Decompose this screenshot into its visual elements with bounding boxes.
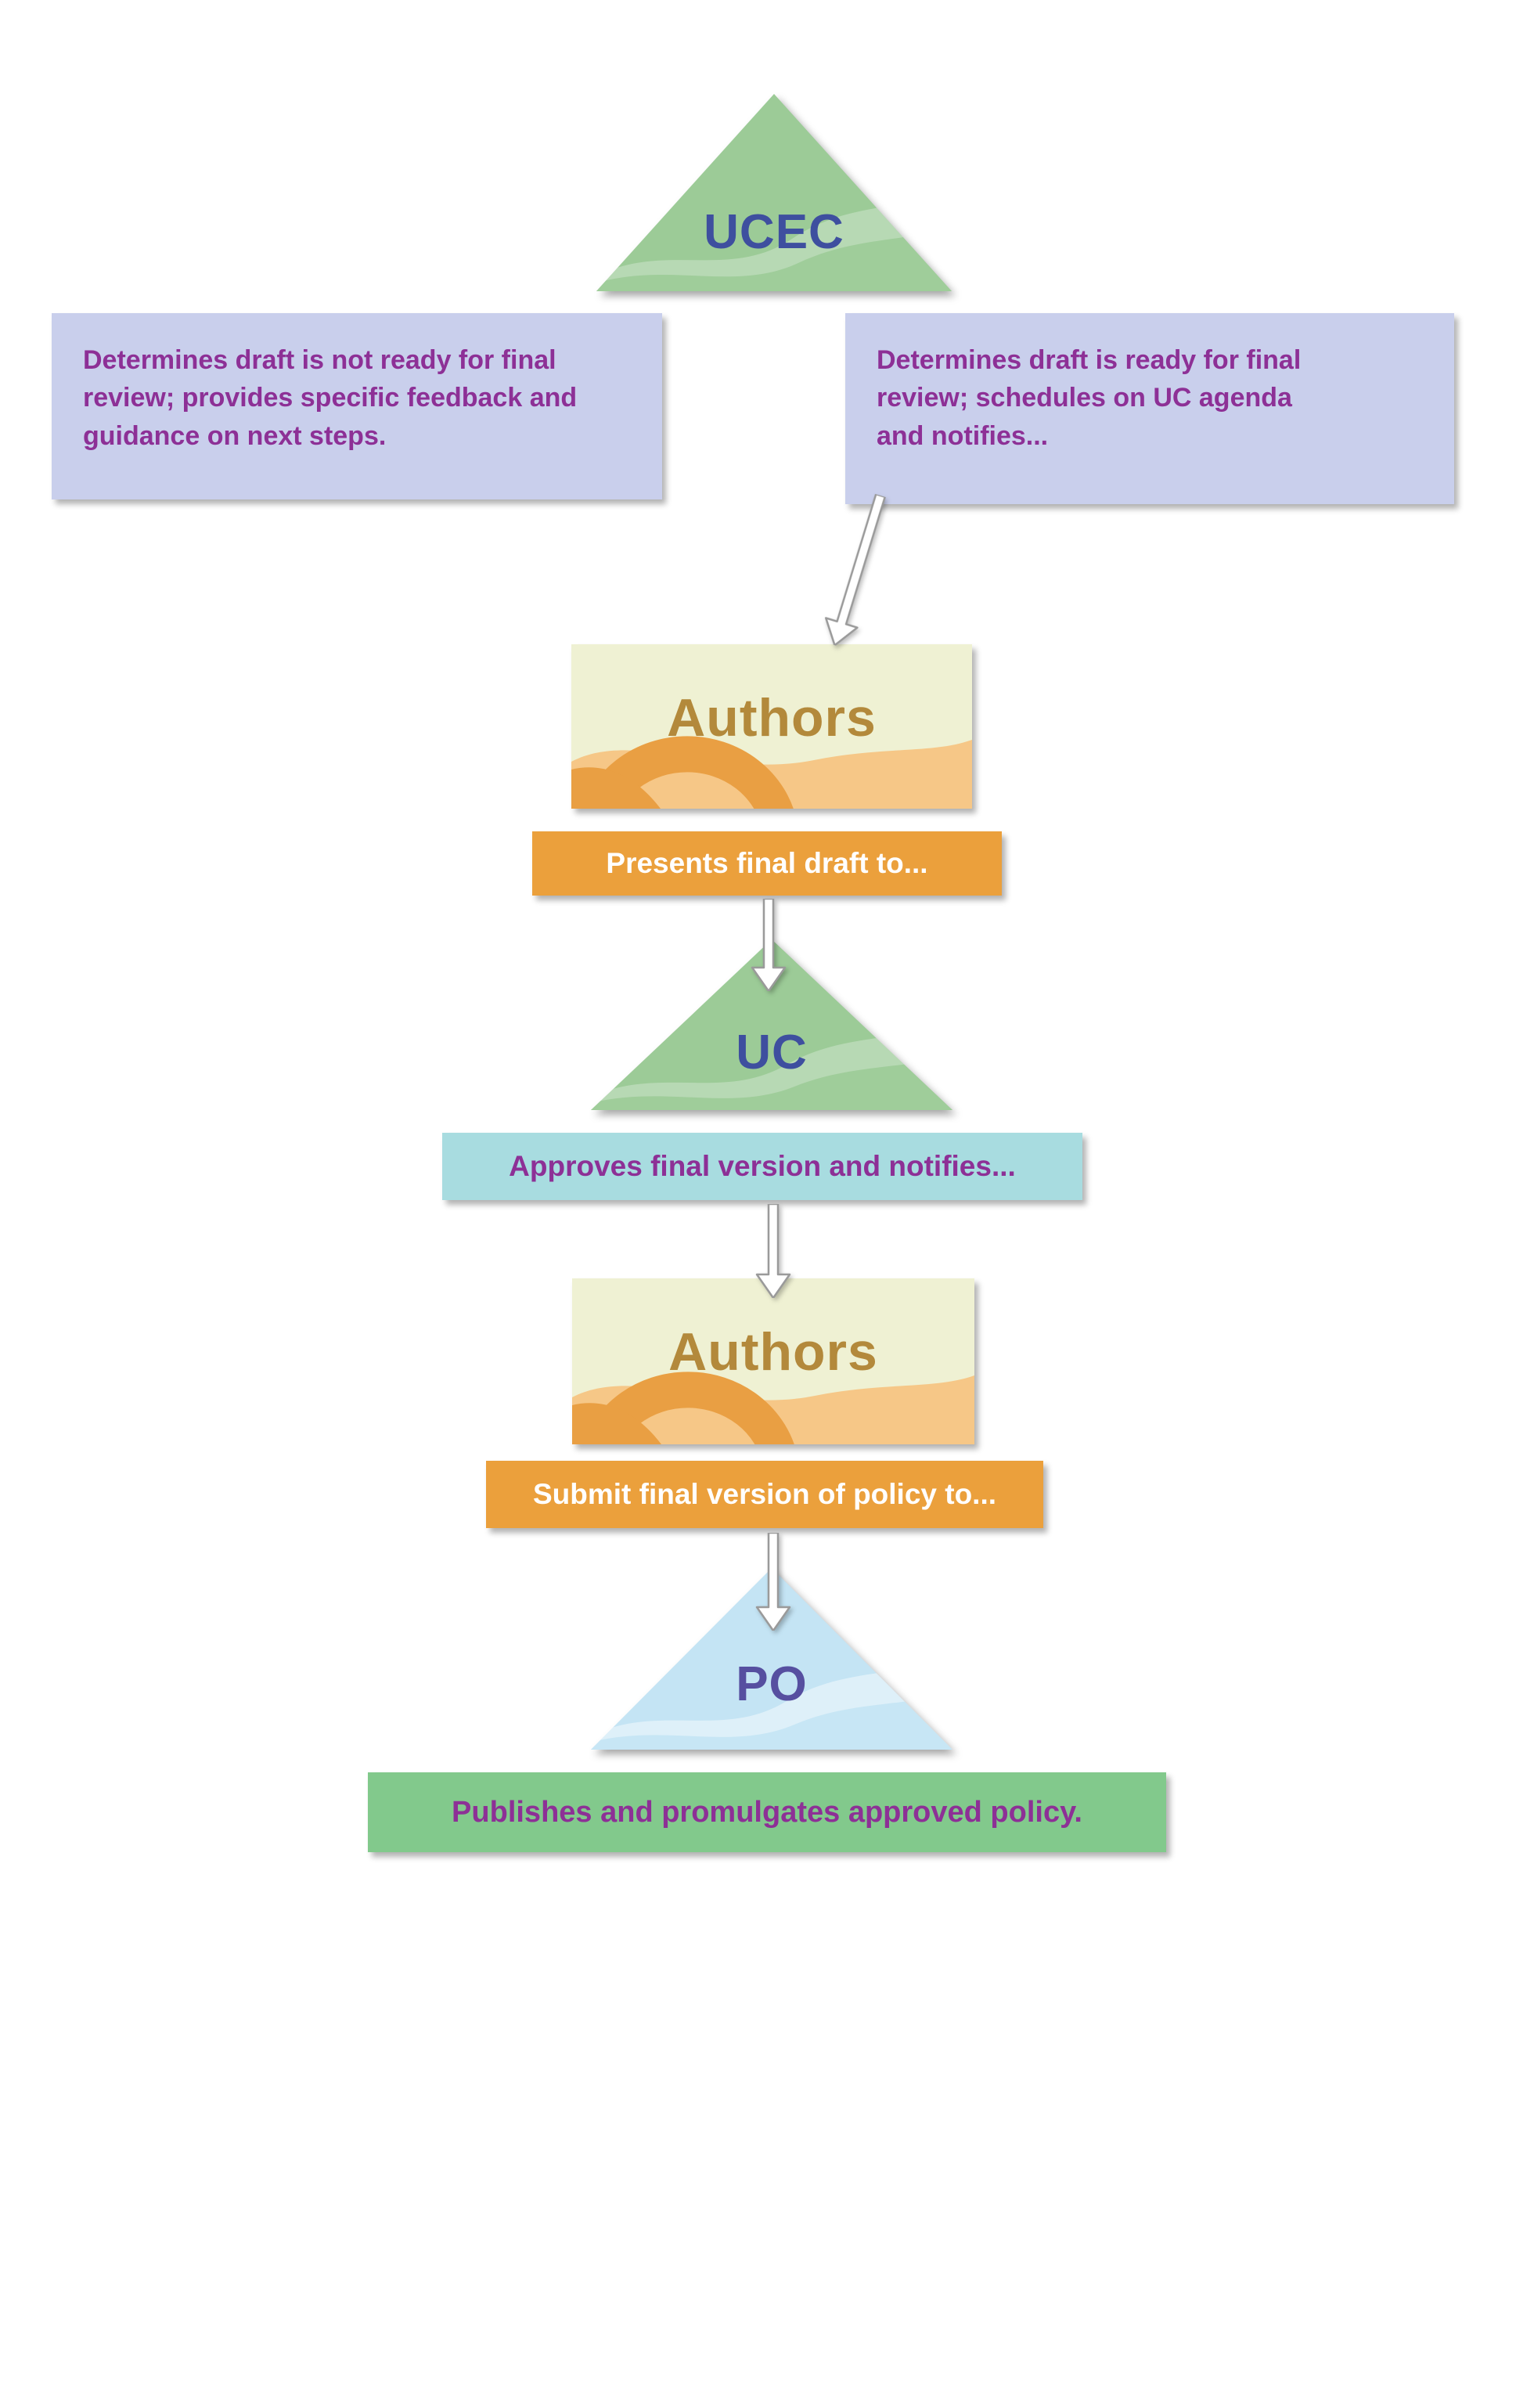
- authors-first-node: Authors: [571, 644, 972, 809]
- action-submit-final-version: Submit final version of policy to...: [486, 1461, 1043, 1528]
- ucec-label: UCEC: [704, 205, 844, 259]
- uc-label: UC: [736, 1026, 808, 1080]
- po-triangle-node: PO: [591, 1568, 952, 1750]
- arrow-presents-to-uc: [750, 899, 787, 991]
- arrow-approves-to-authors: [754, 1204, 792, 1298]
- authors-artwork: [572, 1278, 974, 1444]
- action-presents-final-draft-label: Presents final draft to...: [606, 847, 928, 879]
- note-not-ready: Determines draft is not ready for final …: [52, 313, 662, 499]
- uc-triangle-node: UC: [591, 939, 952, 1110]
- action-publishes-policy: Publishes and promulgates approved polic…: [368, 1772, 1166, 1852]
- note-ready: Determines draft is ready for final revi…: [845, 313, 1454, 504]
- action-approves-final-version: Approves final version and notifies...: [442, 1133, 1082, 1200]
- arrow-submit-to-po: [754, 1533, 792, 1631]
- authors-second-node: Authors: [572, 1278, 974, 1444]
- green-triangle-shape: [596, 94, 952, 291]
- action-approves-final-version-label: Approves final version and notifies...: [509, 1150, 1016, 1182]
- po-label: PO: [736, 1657, 808, 1711]
- action-publishes-policy-label: Publishes and promulgates approved polic…: [452, 1795, 1082, 1829]
- action-presents-final-draft: Presents final draft to...: [532, 831, 1002, 896]
- authors-first-label: Authors: [667, 688, 877, 748]
- green-triangle-shape: [591, 939, 952, 1110]
- ucec-triangle-node: UCEC: [596, 94, 952, 291]
- authors-second-label: Authors: [668, 1322, 878, 1382]
- authors-artwork: [571, 644, 972, 809]
- action-submit-final-version-label: Submit final version of policy to...: [532, 1478, 997, 1510]
- blue-triangle-shape: [591, 1568, 952, 1750]
- arrow-ready-to-authors: [817, 490, 898, 651]
